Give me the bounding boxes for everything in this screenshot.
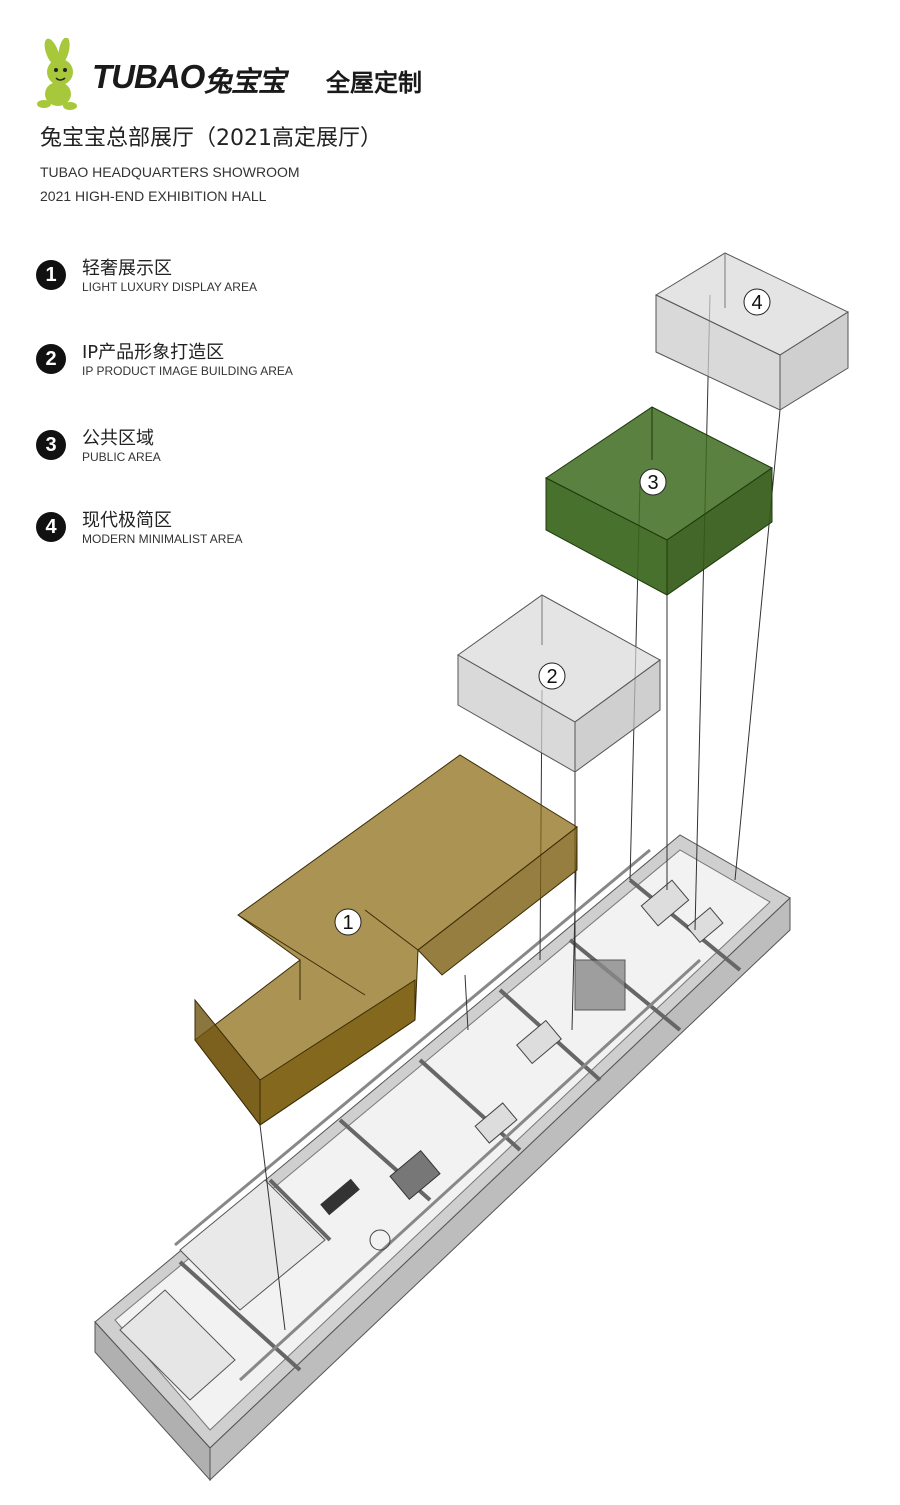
- brand-latin-name: TUBAO: [92, 58, 205, 95]
- legend-number-badge: 4: [36, 512, 66, 542]
- page-title-en-line1: TUBAO HEADQUARTERS SHOWROOM: [40, 164, 300, 180]
- zone-2-ip-product-block: 2: [457, 594, 661, 773]
- legend-label-cn: IP产品形象打造区: [82, 342, 225, 363]
- legend-label-cn: 公共区域: [82, 428, 154, 449]
- legend-label-cn: 现代极简区: [82, 510, 172, 531]
- legend-label-en: PUBLIC AREA: [82, 450, 161, 464]
- zone-1-light-luxury-block: 1: [194, 754, 578, 1127]
- floor-plan-base: [94, 834, 791, 1482]
- zone-2-marker: [538, 662, 566, 690]
- legend-item-2: 2 IP产品形象打造区 IP PRODUCT IMAGE BUILDING AR…: [36, 342, 366, 386]
- rabbit-mascot-icon: [37, 38, 77, 110]
- page-title-cn: 兔宝宝总部展厅（2021高定展厅）: [40, 126, 382, 151]
- zone-1-marker: [334, 908, 362, 936]
- zone-4-label: 4: [751, 292, 762, 314]
- page-title-en-line2: 2021 HIGH-END EXHIBITION HALL: [40, 188, 267, 204]
- legend-number-badge: 3: [36, 430, 66, 460]
- zone-4-marker: [743, 288, 771, 316]
- legend-number-badge: 1: [36, 260, 66, 290]
- legend-item-1: 1 轻奢展示区 LIGHT LUXURY DISPLAY AREA: [36, 258, 366, 302]
- zone-3-marker: [639, 468, 667, 496]
- legend-item-4: 4 现代极简区 MODERN MINIMALIST AREA: [36, 510, 366, 554]
- legend-label-en: MODERN MINIMALIST AREA: [82, 532, 243, 546]
- brand-logo: TUBAO 兔宝宝 全屋定制: [34, 38, 454, 110]
- brand-tagline: 全屋定制: [326, 69, 422, 97]
- legend-label-en: IP PRODUCT IMAGE BUILDING AREA: [82, 364, 293, 378]
- zone-2-label: 2: [546, 666, 557, 688]
- legend-number-badge: 2: [36, 344, 66, 374]
- legend-label-cn: 轻奢展示区: [82, 258, 172, 279]
- zone-3-label: 3: [647, 472, 658, 494]
- zone-1-label: 1: [342, 912, 353, 934]
- zone-3-public-block: 3: [545, 406, 773, 596]
- brand-cn-name: 兔宝宝: [204, 65, 286, 98]
- legend-item-3: 3 公共区域 PUBLIC AREA: [36, 428, 366, 472]
- legend-label-en: LIGHT LUXURY DISPLAY AREA: [82, 280, 257, 294]
- zone-4-modern-minimalist-block: 4: [654, 252, 850, 411]
